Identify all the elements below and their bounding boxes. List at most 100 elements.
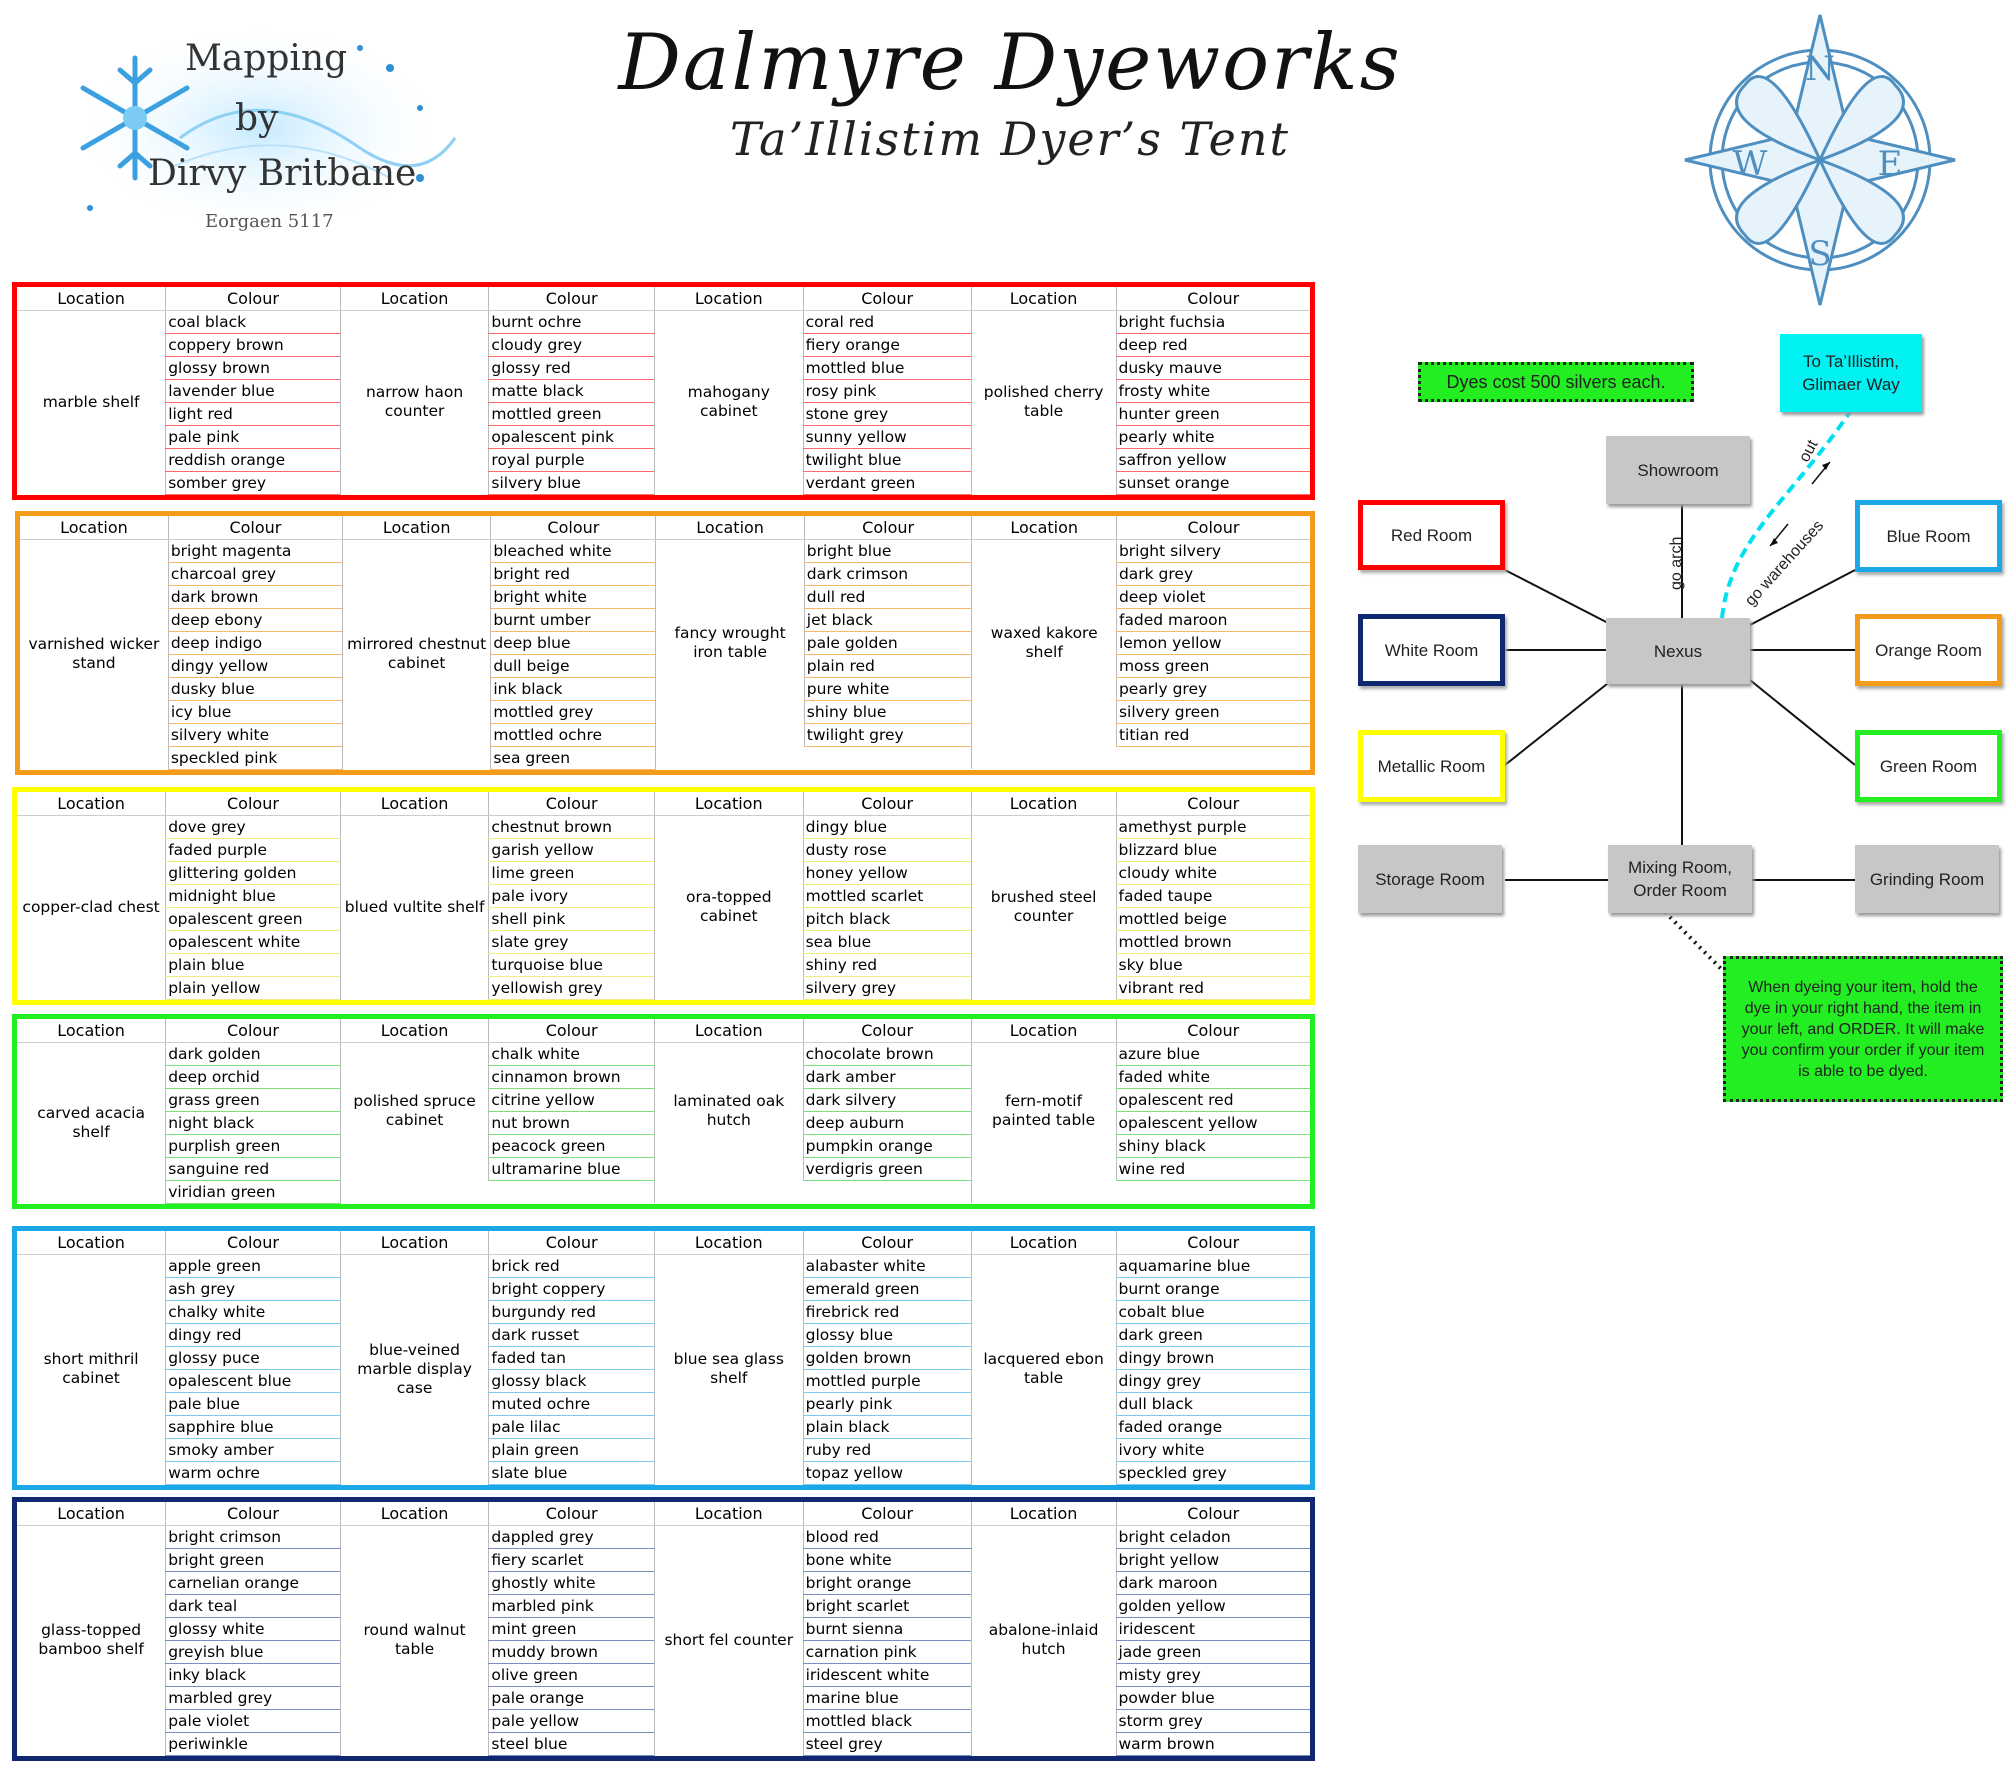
colour-cell: jet black <box>803 608 972 632</box>
colour-cell: dark amber <box>802 1065 972 1089</box>
colour-cell: faded maroon <box>1115 608 1310 632</box>
column-header: Colour <box>802 287 972 311</box>
connector-green-nexus <box>1749 679 1856 766</box>
colour-cell: dusky blue <box>167 677 343 701</box>
grinding-room-box[interactable]: Grinding Room <box>1855 845 1999 913</box>
connector-metallic-nexus <box>1504 679 1613 766</box>
location-cell: blue-veined marble display case <box>339 1254 489 1484</box>
colour-cell: golden yellow <box>1115 1594 1310 1618</box>
metallic-room-box[interactable]: Metallic Room <box>1358 730 1505 802</box>
colour-cell: hunter green <box>1115 402 1310 426</box>
column-header: Colour <box>167 516 343 540</box>
colour-cell: dark maroon <box>1115 1571 1310 1595</box>
colour-cell: shell pink <box>488 907 655 931</box>
snowflake-logo-icon <box>65 18 457 238</box>
colour-cell: silvery grey <box>802 976 972 1000</box>
exit-ta-illistim-box[interactable]: To Ta’Illistim, Glimaer Way <box>1780 334 1922 412</box>
colour-cell: cloudy white <box>1115 861 1310 885</box>
colour-cell: opalescent green <box>165 907 341 931</box>
storage-room-box[interactable]: Storage Room <box>1358 845 1502 913</box>
colour-cell: coal black <box>165 310 341 334</box>
colour-cell: frosty white <box>1115 379 1310 403</box>
colour-cell: ruby red <box>802 1438 972 1462</box>
colour-cell: dark russet <box>488 1323 655 1347</box>
colour-cell: dusty rose <box>802 838 972 862</box>
column-header: Colour <box>165 287 341 311</box>
red-room-box[interactable]: Red Room <box>1358 500 1505 570</box>
column-header: Colour <box>802 1019 972 1043</box>
colour-cell: rosy pink <box>802 379 972 403</box>
table-row: viridian green <box>17 1180 1310 1204</box>
colour-cell: olive green <box>488 1663 655 1687</box>
colour-cell: dull red <box>803 585 972 609</box>
column-header: Location <box>970 792 1116 816</box>
colour-cell: dark crimson <box>803 562 972 586</box>
column-header: Location <box>970 1502 1116 1526</box>
colour-cell: shiny black <box>1115 1134 1310 1158</box>
colour-cell: bright yellow <box>1115 1548 1310 1572</box>
colour-cell: verdant green <box>802 471 972 495</box>
colour-cell: royal purple <box>488 448 655 472</box>
column-header: Location <box>339 792 489 816</box>
colour-cell: deep orchid <box>165 1065 341 1089</box>
location-cell: waxed kakore shelf <box>971 539 1117 746</box>
column-header: Location <box>17 1019 166 1043</box>
colour-cell: pale lilac <box>488 1415 655 1439</box>
column-header: Colour <box>802 1502 972 1526</box>
column-header: Location <box>653 1019 804 1043</box>
mixing-room-box[interactable]: Mixing Room, Order Room <box>1608 845 1752 913</box>
colour-cell: matte black <box>488 379 655 403</box>
location-cell: marble shelf <box>42 392 140 411</box>
white-room-box[interactable]: White Room <box>1358 614 1505 686</box>
page-subtitle: Ta’Illistim Dyer’s Tent <box>730 112 1290 166</box>
blue-room-box[interactable]: Blue Room <box>1855 500 2002 572</box>
colour-cell: jade green <box>1115 1640 1310 1664</box>
colour-cell: cinnamon brown <box>488 1065 655 1089</box>
column-header: Location <box>17 1502 166 1526</box>
colour-cell: muted ochre <box>488 1392 655 1416</box>
showroom-box[interactable]: Showroom <box>1606 436 1750 504</box>
colour-cell: glossy brown <box>165 356 341 380</box>
colour-cell: coppery brown <box>165 333 341 357</box>
colour-cell: plain blue <box>165 953 341 977</box>
empty-cell <box>971 746 1310 769</box>
colour-cell: burnt umber <box>490 608 656 632</box>
colour-cell: cobalt blue <box>1115 1300 1310 1324</box>
colour-cell: moss green <box>1115 654 1310 678</box>
colour-cell: deep blue <box>490 631 656 655</box>
location-cell: polished spruce cabinet <box>339 1042 489 1180</box>
location-cell: fancy wrought iron table <box>655 539 805 746</box>
orange-room-box[interactable]: Orange Room <box>1855 614 2002 686</box>
colour-cell: muddy brown <box>488 1640 655 1664</box>
colour-cell: iridescent white <box>802 1663 972 1687</box>
colour-cell: dark green <box>1115 1323 1310 1347</box>
colour-cell: ultramarine blue <box>488 1157 655 1181</box>
colour-cell: twilight blue <box>802 448 972 472</box>
empty-cell <box>339 1180 655 1203</box>
column-header: Colour <box>165 1231 341 1255</box>
colour-cell: bright magenta <box>167 539 343 563</box>
column-header: Location <box>17 287 166 311</box>
logo-line-by: by <box>235 98 279 139</box>
nexus-box[interactable]: Nexus <box>1606 618 1750 684</box>
colour-cell: sea green <box>490 746 656 770</box>
green-room-box[interactable]: Green Room <box>1855 730 2002 802</box>
colour-cell: pale golden <box>803 631 972 655</box>
colour-cell: yellowish grey <box>488 976 655 1000</box>
